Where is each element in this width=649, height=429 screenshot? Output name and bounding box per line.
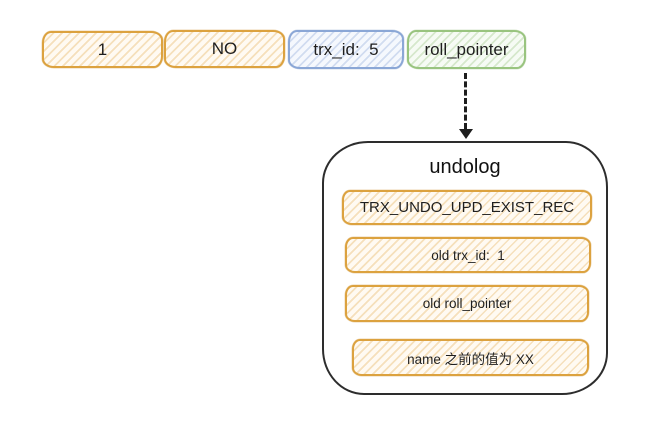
undolog-entry-old-trx-id-label: old trx_id: 1 [431,247,505,263]
record-cell-delete-flag: NO [164,30,285,68]
undolog-entry-old-value: name 之前的值为 XX [352,339,589,376]
record-cell-trx-id-label: trx_id: 5 [313,39,379,59]
undolog-entry-old-trx-id: old trx_id: 1 [345,237,591,273]
undolog-entry-type: TRX_UNDO_UPD_EXIST_REC [342,190,592,225]
undolog-entry-old-roll-pointer-label: old roll_pointer [422,296,512,311]
record-cell-primary-key-label: 1 [97,39,108,59]
record-cell-roll-pointer-label: roll_pointer [424,39,509,59]
arrow-down-icon [459,129,473,139]
record-cell-roll-pointer: roll_pointer [407,30,526,69]
record-cell-delete-flag-label: NO [211,39,238,58]
undolog-entry-old-value-label: name 之前的值为 XX [407,351,534,367]
roll-pointer-arrow-line [464,73,467,129]
undolog-container: undolog TRX_UNDO_UPD_EXIST_REC old trx_i… [322,141,608,395]
undolog-entry-type-label: TRX_UNDO_UPD_EXIST_REC [359,199,575,216]
undolog-title: undolog [429,156,501,178]
record-cell-primary-key: 1 [42,31,163,68]
undolog-entry-old-roll-pointer: old roll_pointer [345,285,589,322]
record-cell-trx-id: trx_id: 5 [288,30,404,69]
